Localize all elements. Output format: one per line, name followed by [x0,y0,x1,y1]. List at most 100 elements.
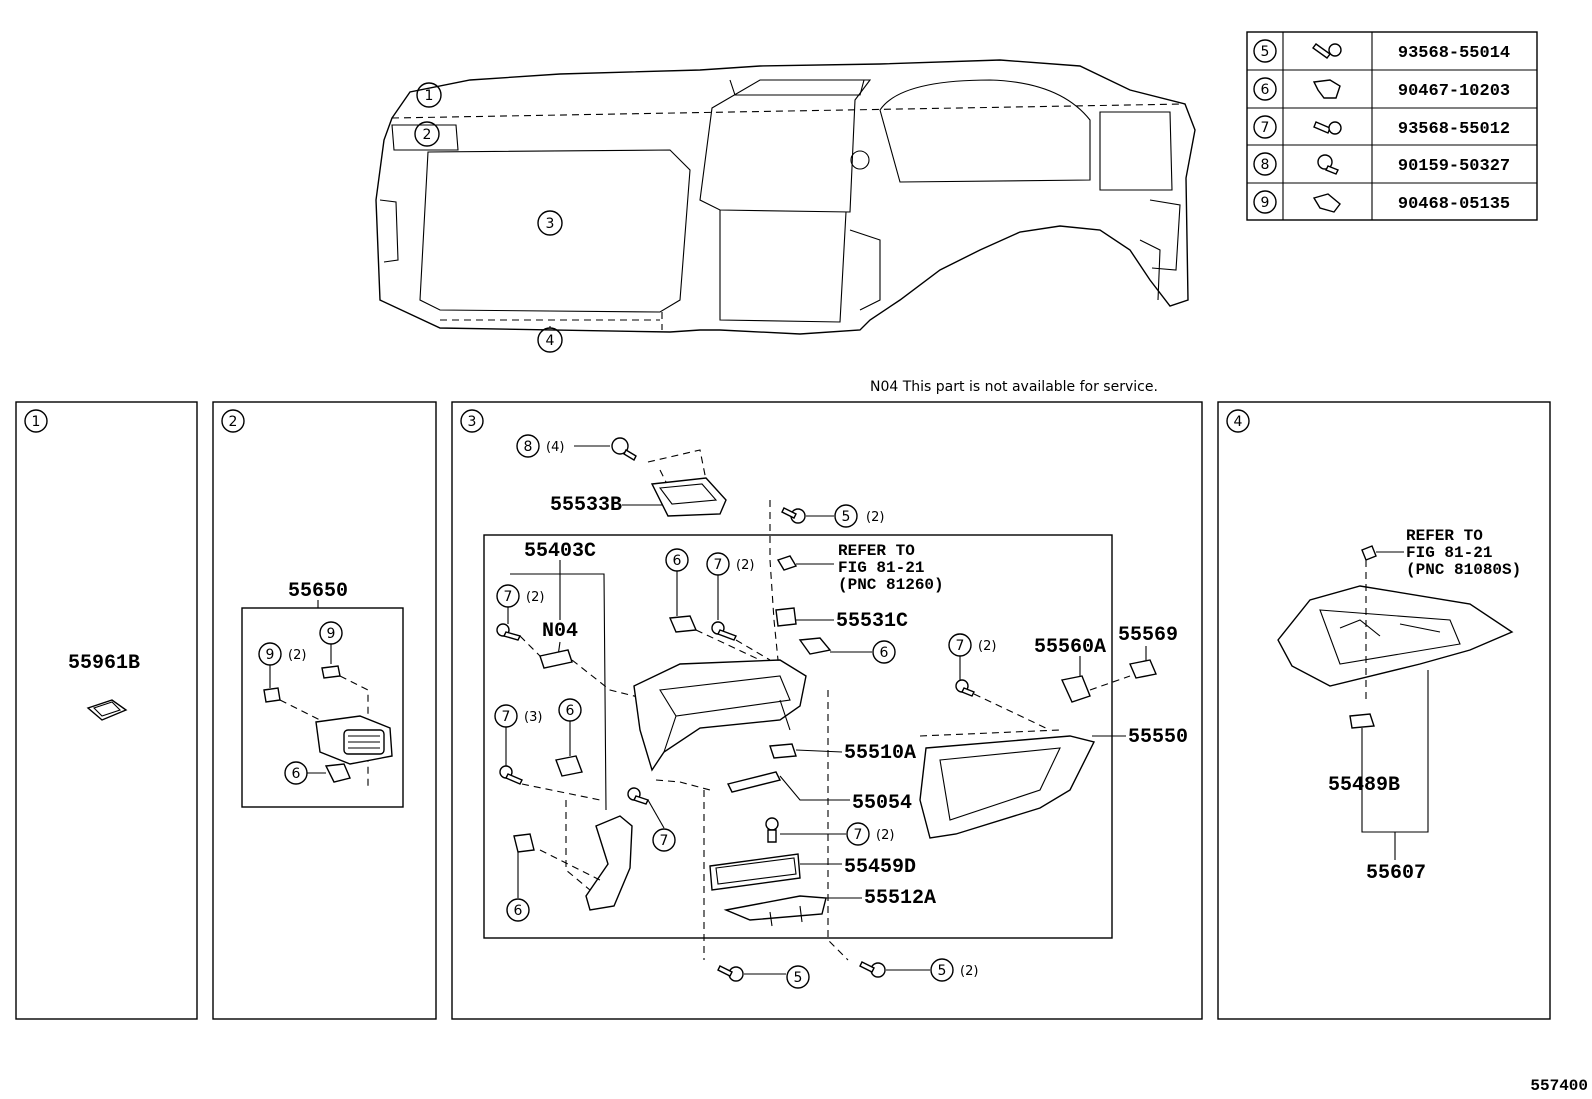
panel-number: 3 [468,414,477,430]
fastener-part-number: 90467-10203 [1398,82,1510,101]
part-label-55489B[interactable]: 55489B [1328,774,1400,797]
fastener-part-number: 93568-55012 [1398,120,1510,139]
callout-7-qty-c[interactable]: 7 (2) [948,633,996,657]
bracket-part[interactable] [650,477,727,517]
clip-icon [1312,79,1341,99]
callout-5-a[interactable]: 5 [786,965,810,989]
callout-6-a[interactable]: 6 [665,548,689,572]
part-label-55961B[interactable]: 55961B [68,652,140,675]
callout-number: 5 [938,963,947,979]
fastener-part-number: 90468-05135 [1398,195,1510,214]
callout-number: 6 [673,553,682,569]
callout-9-qty[interactable]: 9 (2) [258,642,306,666]
fastener-row-7[interactable]: 7 93568-55012 [1253,115,1510,139]
callout-number: 6 [566,703,575,719]
glove-box-housing-part[interactable] [633,659,807,772]
overview-callout-4[interactable]: 4 [537,326,563,353]
callout-number: 7 [504,589,513,605]
overview-callout-1[interactable]: 1 [416,82,442,108]
side-trim-part[interactable] [585,815,633,911]
fastener-table [1246,31,1538,221]
callout-number: 7 [660,833,669,849]
callout-7-qty-d[interactable]: 7 (3) [494,704,542,728]
fastener-part-number: 90159-50327 [1398,157,1510,176]
callout-5-qty-b[interactable]: 5 (2) [930,958,978,982]
fastener-row-9[interactable]: 9 90468-05135 [1253,190,1510,214]
part-label-55533B[interactable]: 55533B [550,494,622,517]
instrument-panel-overview [375,59,1196,335]
part-label-55512A[interactable]: 55512A [864,887,936,910]
panel-3: 3 8 (4) 55533B 5 (2) REFER TO FIG 81- [451,401,1203,1020]
part-label-55403C[interactable]: 55403C [524,540,596,563]
fastener-part-number: 93568-55014 [1398,44,1510,63]
callout-6[interactable]: 6 [284,761,308,785]
callout-6-c[interactable]: 6 [558,698,582,722]
part-label-55569[interactable]: 55569 [1118,624,1178,647]
refer-line-1: REFER TO [1406,527,1483,545]
callout-7-e[interactable]: 7 [652,828,676,852]
fastener-ref: 6 [1261,82,1270,98]
callout-qty: (2) [960,964,978,979]
overview-callout-2[interactable]: 2 [414,121,440,147]
part-label-55459D[interactable]: 55459D [844,856,916,879]
callout-qty: (4) [546,440,564,455]
callout-number: 7 [956,638,965,654]
callout-number: 5 [842,509,851,525]
figure-id: 557400 [1530,1077,1588,1095]
fastener-row-5[interactable]: 5 93568-55014 [1253,39,1510,63]
register-vent-part[interactable] [315,715,393,765]
part-label-55607[interactable]: 55607 [1366,862,1426,885]
fastener-ref: 5 [1261,44,1270,60]
callout-number: 4 [546,333,555,349]
callout-qty: (2) [288,648,306,663]
callout-5-qty[interactable]: 5 (2) [834,504,884,528]
callout-number: 9 [266,647,275,663]
air-duct-part[interactable] [86,699,128,721]
callout-9[interactable]: 9 [319,621,343,645]
callout-number: 7 [502,709,511,725]
refer-line-2: FIG 81-21 [1406,544,1492,562]
callout-8-qty[interactable]: 8 (4) [516,434,564,458]
callout-7-qty-f[interactable]: 7 (2) [846,822,894,846]
callout-number: 6 [292,766,301,782]
callout-qty: (2) [736,558,754,573]
tapping-screw-icon [1313,121,1342,135]
part-label-55054[interactable]: 55054 [852,792,912,815]
callout-6-d[interactable]: 6 [506,898,530,922]
callout-qty: (2) [526,590,544,605]
fastener-row-8[interactable]: 8 90159-50327 [1253,152,1510,176]
panel-4: 4 REFER TO FIG 81-21 (PNC 81080S) 55489B… [1217,401,1551,1020]
callout-7-qty-a[interactable]: 7 (2) [496,584,544,608]
callout-7-qty-b[interactable]: 7 (2) [706,552,754,576]
under-cover-part[interactable] [1277,585,1514,687]
callout-qty: (2) [876,828,894,843]
overview-callout-3[interactable]: 3 [537,210,563,236]
part-label-55550[interactable]: 55550 [1128,726,1188,749]
panel-number: 1 [32,414,41,430]
part-label-55510A[interactable]: 55510A [844,742,916,765]
panel-1: 1 55961B [15,401,198,1020]
panel-number: 4 [1234,414,1243,430]
callout-number: 6 [514,903,523,919]
glove-box-door-part[interactable] [919,735,1096,839]
callout-6-b[interactable]: 6 [872,640,896,664]
screw-icon [1317,154,1339,175]
part-label-55531C[interactable]: 55531C [836,610,908,633]
callout-qty: (2) [978,639,996,654]
refer-line-3: (PNC 81080S) [1406,561,1521,579]
callout-number: 7 [854,827,863,843]
fastener-row-6[interactable]: 6 90467-10203 [1253,77,1510,101]
fastener-ref: 8 [1261,157,1270,173]
callout-number: 3 [546,216,555,232]
callout-number: 1 [425,88,434,104]
fastener-ref: 7 [1261,120,1270,136]
cover-part[interactable] [723,895,827,927]
part-label-55650[interactable]: 55650 [288,580,348,603]
panel-2: 2 55650 9 9 (2) 6 [212,401,437,1020]
tapping-screw-icon [1312,43,1342,59]
filter-frame-part[interactable] [709,853,801,891]
part-label-55560A[interactable]: 55560A [1034,636,1106,659]
part-label-N04[interactable]: N04 [542,620,578,643]
callout-qty: (3) [524,710,542,725]
